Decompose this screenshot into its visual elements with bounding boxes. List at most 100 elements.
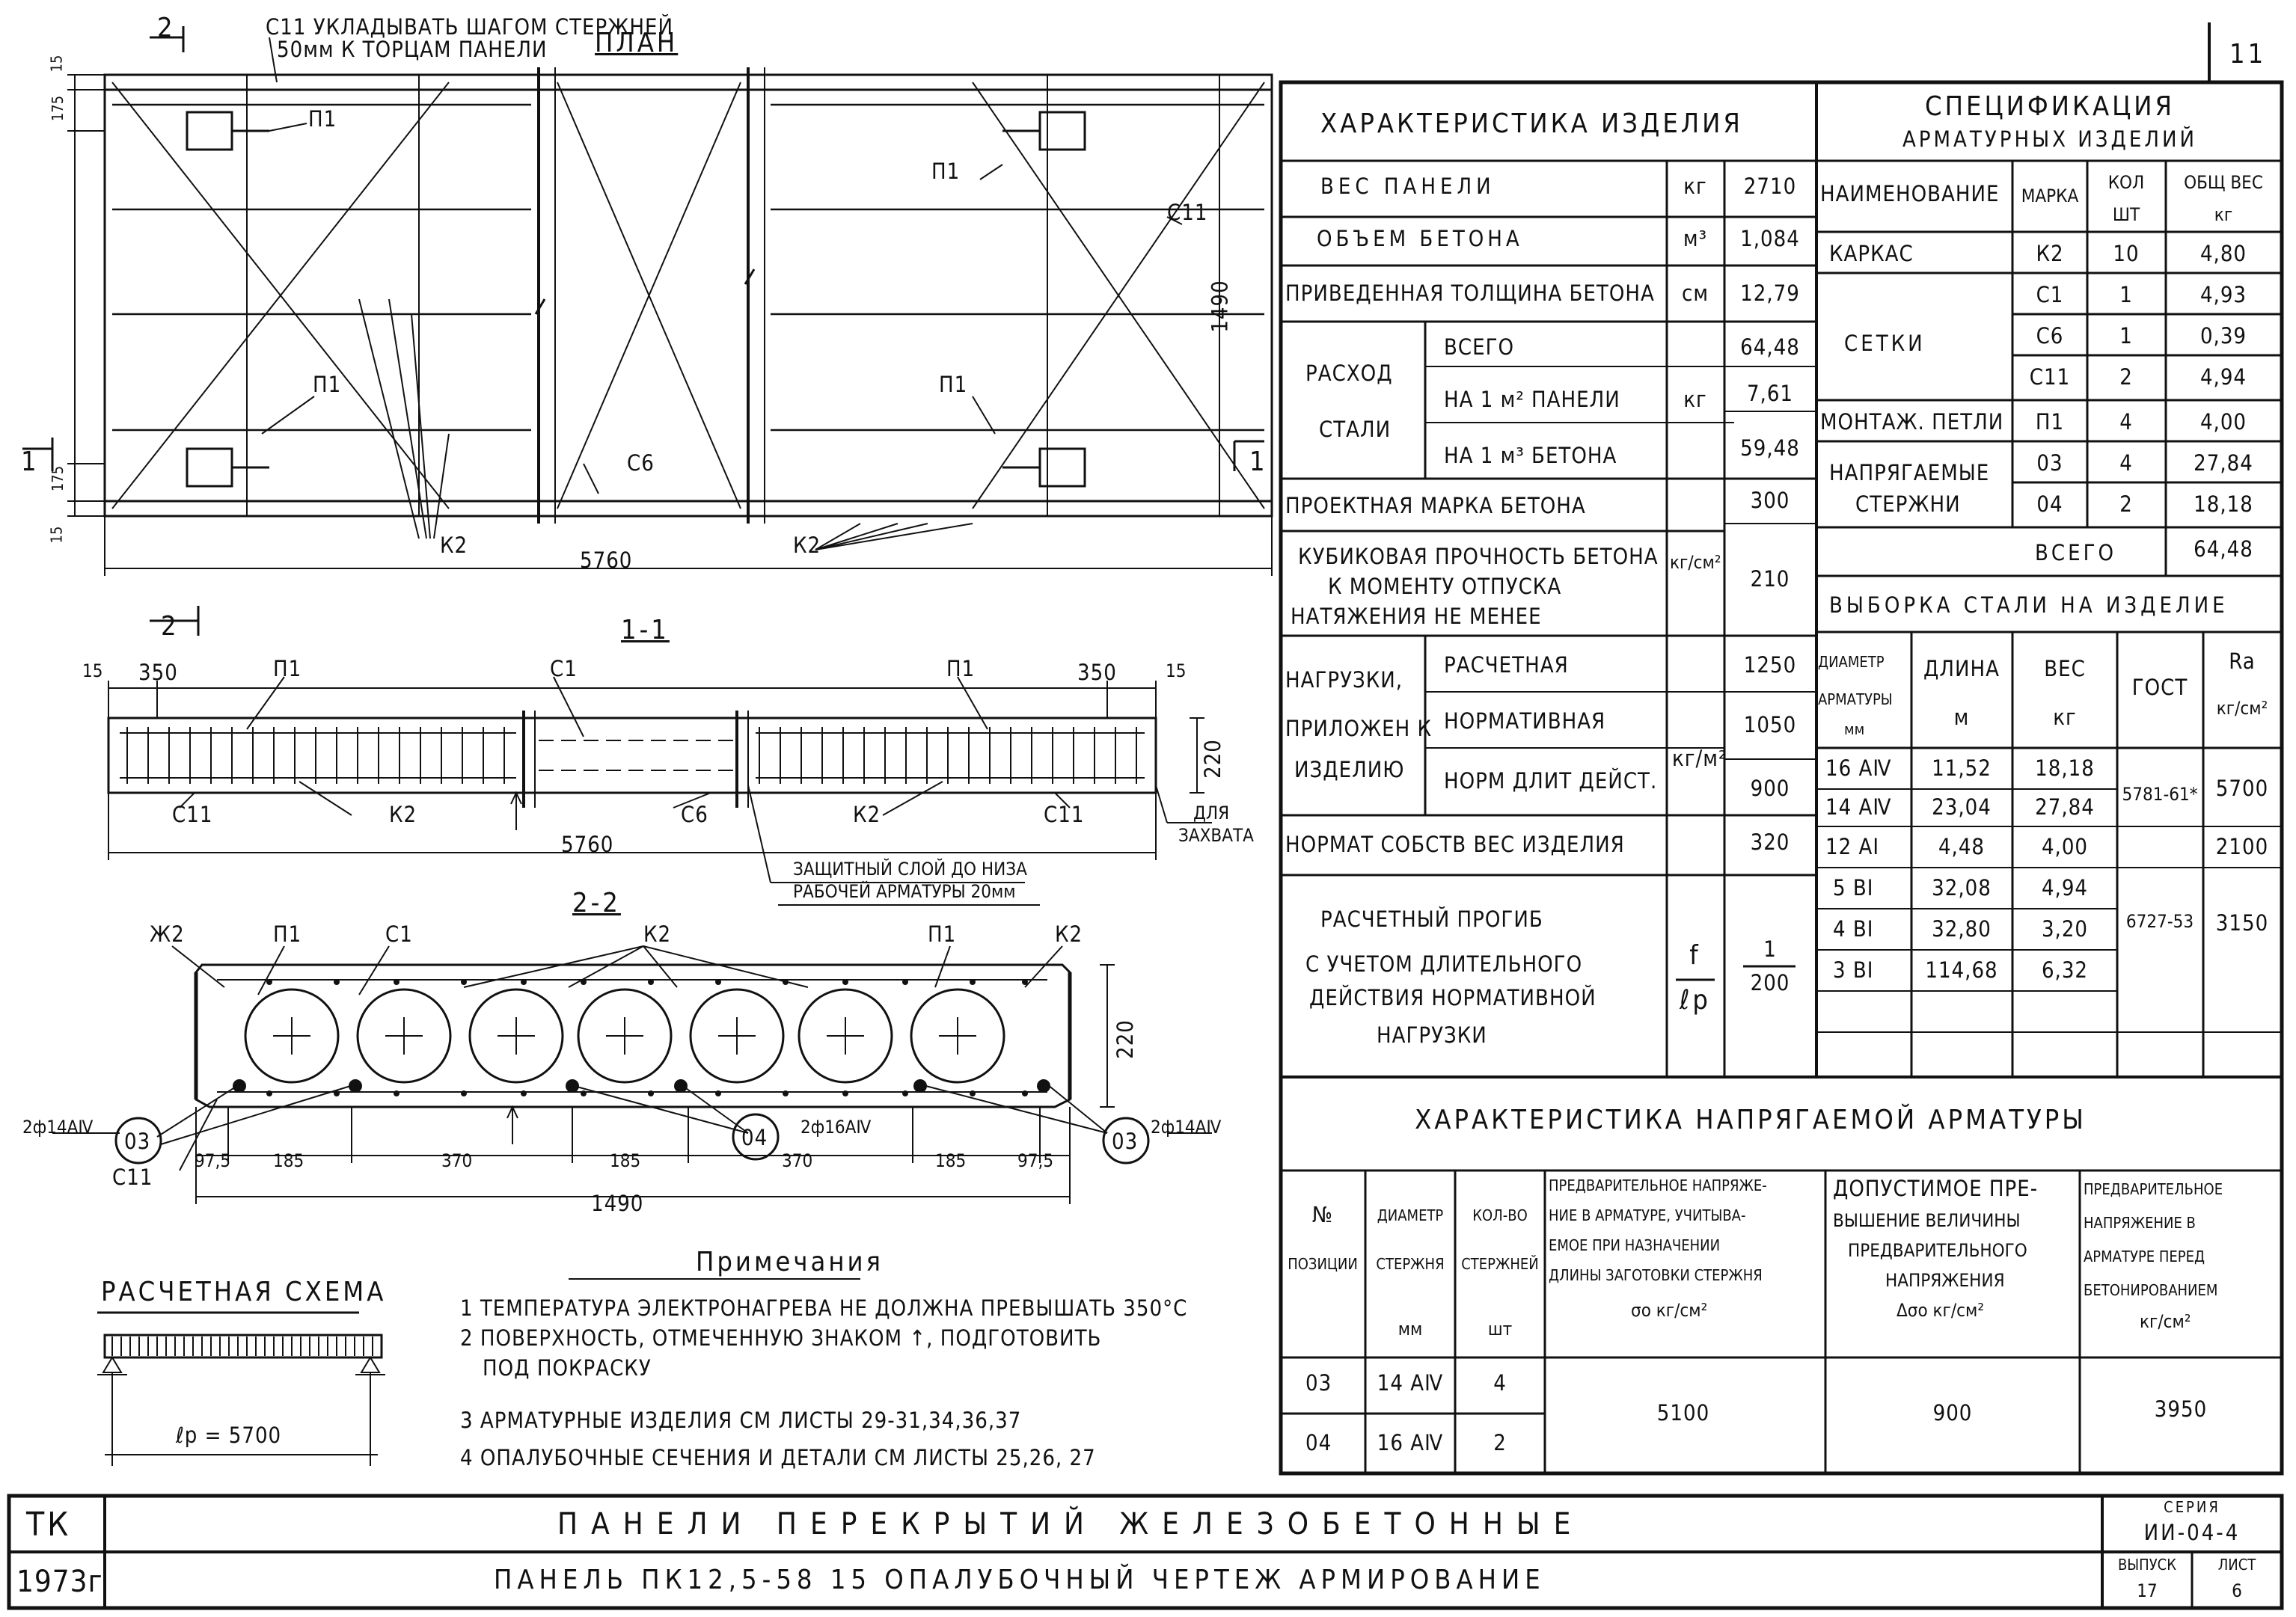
dim-185-3: 185 (935, 1150, 967, 1171)
pre-row-2-dia: 16 АⅣ (1377, 1430, 1444, 1455)
spec-row-4-mark: С11 (2029, 364, 2071, 390)
mesh-wire (783, 979, 789, 985)
void-circle (577, 988, 673, 1084)
volume-unit: м³ (1683, 226, 1708, 251)
sample-h-w2: кг (2053, 705, 2077, 730)
spec-h-qty1: КОЛ (2107, 172, 2145, 193)
spec-row-5-mark: П1 (2035, 409, 2065, 435)
sample-row-5-d: 4 ВI (1833, 916, 1874, 942)
mesh-wire (521, 1090, 527, 1096)
issue-label: ВЫПУСК (2117, 1556, 2177, 1574)
pre-h-adm5: Δσо кг/см² (1897, 1300, 1984, 1321)
loads-label2: ПРИЛОЖЕН К (1285, 716, 1433, 741)
thickness-label: ПРИВЕДЕННАЯ ТОЛЩИНА БЕТОНА (1285, 280, 1655, 306)
mesh-wire (266, 1090, 272, 1096)
load-long-value: 900 (1750, 776, 1790, 801)
dim-370-2: 370 (782, 1150, 813, 1171)
label-k2-s22: К2 (643, 921, 672, 947)
sample-h-d3: мм (1844, 720, 1865, 738)
label-p1-1: П1 (308, 106, 337, 132)
mesh-wire (461, 1090, 467, 1096)
sample-h-gost: ГОСТ (2131, 675, 2188, 700)
spec-total-value: 64,48 (2194, 536, 2253, 562)
spec-h-w2: кг (2214, 204, 2233, 225)
dim-975-right: 97,5 (1017, 1150, 1054, 1171)
issue-value: 17 (2137, 1580, 2158, 1601)
spec-row-2-name: СЕТКИ (1844, 331, 1926, 356)
spec-row-7-name: СТЕРЖНИ (1855, 491, 1961, 517)
cover-line-1: ЗАЩИТНЫЙ СЛОЙ ДО НИЗА (793, 859, 1027, 880)
spec-h-mark: МАРКА (2021, 185, 2079, 206)
mesh-wire (461, 979, 467, 985)
grade-value: 300 (1750, 488, 1790, 513)
sample-h-d2: АРМАТУРЫ (1818, 690, 1893, 708)
spec-row-3-weight: 0,39 (2199, 323, 2247, 349)
plan-outline (103, 73, 1273, 518)
cube-unit: кг/см² (1670, 552, 1721, 573)
cut-mark-1-left: 1 (21, 447, 40, 477)
rebar-04-marker (732, 1113, 780, 1161)
pre-row-2-pos: 04 (1305, 1430, 1332, 1455)
steel-label1: РАСХОД (1305, 360, 1393, 386)
label-p1-s11-left: П1 (273, 656, 302, 681)
cut-mark-1-right: 1 (1249, 447, 1268, 477)
self-weight-label: НОРМАТ СОБСТВ ВЕС ИЗДЕЛИЯ (1285, 832, 1625, 857)
label-c11-s11-left: С11 (172, 802, 213, 827)
label-k2-2: К2 (793, 533, 821, 558)
pre-row-1-qty: 4 (1493, 1370, 1507, 1396)
grade-label: ПРОЕКТНАЯ МАРКА БЕТОНА (1285, 493, 1586, 518)
label-p1-4: П1 (939, 372, 968, 397)
mesh-wire (1022, 979, 1028, 985)
title-line2: ПАНЕЛЬ ПК12,5-58 15 ОПАЛУБОЧНЫЙ ЧЕРТЕЖ А… (494, 1565, 1546, 1595)
sheet-label: ЛИСТ (2217, 1556, 2256, 1574)
weight-unit: кг (1683, 174, 1707, 199)
pre-h-pos2: ПОЗИЦИИ (1288, 1255, 1358, 1273)
scheme-beam (103, 1334, 383, 1359)
mesh-wire (521, 979, 527, 985)
cube-line1: КУБИКОВАЯ ПРОЧНОСТЬ БЕТОНА (1298, 544, 1659, 569)
label-c6: С6 (627, 450, 655, 476)
year-label: 1973г (16, 1565, 103, 1599)
steel-row-3-label: НА 1 м³ БЕТОНА (1444, 443, 1617, 468)
deflection-value-top: 1 (1763, 936, 1777, 962)
series-label: СЕРИЯ (2164, 1498, 2220, 1516)
pre-h-pre4: ДЛИНЫ ЗАГОТОВКИ СТЕРЖНЯ (1549, 1266, 1763, 1284)
spec-row-1-qty: 10 (2113, 241, 2140, 266)
pre-h-dia1: ДИАМЕТР (1377, 1206, 1444, 1224)
dim-350-left: 350 (138, 660, 178, 685)
label-c1-s11: С1 (550, 656, 578, 681)
dim-5760-plan: 5760 (580, 547, 633, 573)
pre-row-2-qty: 2 (1493, 1430, 1507, 1455)
scheme-span: ℓр = 5700 (176, 1423, 282, 1448)
dim-1490-plan: 1490 (1207, 280, 1233, 333)
mesh-wire (581, 1090, 587, 1096)
spec-row-6-qty: 4 (2119, 450, 2133, 476)
note-c11-line1: С11 УКЛАДЫВАТЬ ШАГОМ СТЕРЖНЕЙ (266, 14, 673, 40)
label-04: 04 (741, 1125, 768, 1150)
pre-h-adm3: ПРЕДВАРИТЕЛЬНОГО (1848, 1240, 2027, 1261)
sample-ra3: 3150 (2215, 910, 2269, 936)
label-p1-s22-left: П1 (273, 921, 302, 947)
pre-h-pre5: σо кг/см² (1631, 1300, 1708, 1321)
steel-row-2-value: 7,61 (1746, 381, 1794, 406)
sample-ra2: 2100 (2215, 834, 2269, 859)
label-k2-s11-right: К2 (853, 802, 881, 827)
dim-15-s11-right: 15 (1166, 660, 1187, 681)
pre-h-bef3: АРМАТУРЕ ПЕРЕД (2084, 1248, 2205, 1265)
cover-line-2: РАБОЧЕЙ АРМАТУРЫ 20мм (793, 881, 1016, 902)
spec-row-1-weight: 4,80 (2199, 241, 2247, 266)
dim-15-s11-left: 15 (82, 660, 103, 681)
spec-row-7-qty: 2 (2119, 491, 2133, 517)
label-c1-s22: С1 (385, 921, 413, 947)
dim-220-s11: 220 (1199, 739, 1225, 779)
pre-h-bef1: ПРЕДВАРИТЕЛЬНОЕ (2084, 1180, 2223, 1198)
label-p1-3: П1 (931, 159, 961, 184)
spec-row-2-mark: С1 (2036, 282, 2064, 307)
rebar-right: 2ф14АⅣ (1151, 1117, 1222, 1138)
sample-row-2-w: 27,84 (2035, 794, 2095, 820)
sample-ra1: 5700 (2215, 776, 2269, 801)
mesh-wire (970, 979, 976, 985)
rebar-03-marker-right (1102, 1117, 1150, 1165)
